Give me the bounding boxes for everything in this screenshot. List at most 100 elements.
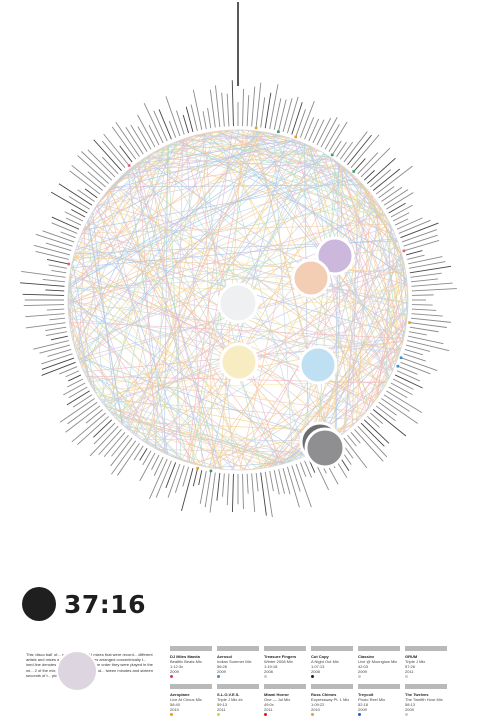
mix-duration: 49:0x — [264, 702, 274, 707]
chord-line — [402, 257, 408, 315]
track-label — [246, 95, 250, 127]
chord-line — [285, 136, 389, 221]
track-label — [269, 471, 274, 492]
track-label — [394, 374, 423, 389]
mix-artist: The Twelves — [405, 692, 429, 697]
chord-line — [251, 130, 317, 150]
track-label — [143, 103, 164, 144]
track-label — [378, 401, 397, 416]
track-label — [215, 85, 221, 128]
chord-line — [381, 209, 407, 325]
chord-line — [130, 135, 284, 169]
track-label — [174, 465, 185, 493]
mix-bar — [217, 684, 259, 689]
track-label — [101, 156, 119, 175]
chord-line — [68, 281, 89, 382]
track-label — [103, 133, 129, 166]
track-label — [378, 186, 395, 199]
track-label — [185, 106, 194, 133]
track-label — [181, 467, 194, 511]
chord-line — [300, 164, 341, 459]
track-label — [392, 212, 410, 222]
mix-color-dot — [405, 675, 408, 678]
track-marker — [254, 126, 258, 130]
track-label — [367, 416, 380, 428]
mix-duration: 1:19:18 — [264, 664, 278, 669]
track-label — [343, 131, 368, 163]
track-label — [226, 473, 230, 506]
timer: 37:16 — [22, 586, 146, 622]
track-label — [291, 465, 301, 492]
track-label — [176, 110, 185, 135]
track-label — [87, 149, 116, 178]
chord-line — [214, 131, 292, 139]
track-label — [84, 188, 98, 199]
track-label — [408, 256, 443, 265]
chord-line — [86, 221, 106, 406]
track-label — [45, 326, 67, 331]
mix-bar — [405, 646, 447, 651]
mix-duration: 1:07:13 — [311, 664, 325, 669]
chord-line — [335, 321, 407, 440]
track-label — [278, 99, 287, 131]
mix-year: 2008 — [264, 669, 273, 674]
track-label — [347, 434, 357, 447]
chord-line — [72, 163, 340, 261]
chord-line — [141, 131, 262, 161]
track-label — [383, 189, 409, 206]
track-label — [354, 429, 384, 462]
chord-line — [308, 228, 393, 455]
mix-year: 2008 — [311, 669, 320, 674]
mix-bar — [170, 684, 212, 689]
mix-duration: 56:26 — [217, 664, 228, 669]
track-label — [410, 278, 438, 283]
chord-line — [318, 252, 402, 450]
chord-line — [70, 131, 266, 333]
chord-line — [70, 331, 169, 456]
track-label — [71, 412, 106, 443]
chord-line — [77, 356, 183, 461]
track-label — [111, 434, 129, 457]
track-label — [316, 117, 332, 146]
track-label — [209, 472, 216, 513]
track-label — [125, 126, 144, 155]
track-label — [407, 254, 425, 260]
track-label — [45, 331, 67, 337]
track-label — [363, 419, 390, 444]
chord-line — [121, 142, 304, 177]
track-label — [260, 97, 266, 128]
track-label — [282, 98, 293, 133]
mix-bar — [311, 646, 353, 651]
chord-line — [68, 143, 306, 289]
track-label — [255, 472, 259, 492]
track-label — [167, 463, 181, 498]
track-label — [396, 370, 420, 382]
track-label — [403, 353, 426, 362]
track-label — [367, 157, 396, 184]
chord-line — [74, 251, 409, 304]
track-label — [68, 374, 82, 382]
track-label — [291, 102, 303, 135]
chord-line — [106, 157, 332, 193]
track-label — [404, 348, 424, 356]
track-label — [85, 409, 104, 424]
track-label — [332, 140, 342, 155]
chord-line — [77, 357, 332, 443]
track-label — [33, 244, 71, 256]
track-label — [209, 89, 216, 128]
mix-artist: Aerosol — [217, 654, 232, 659]
chord-line — [86, 376, 366, 414]
chord-line — [167, 454, 210, 468]
track-label — [222, 473, 225, 497]
chord-line — [135, 139, 295, 165]
chord-line — [120, 134, 278, 178]
chord-line — [209, 346, 402, 468]
track-label — [51, 269, 67, 274]
track-label — [117, 443, 140, 476]
track-label — [204, 471, 212, 508]
